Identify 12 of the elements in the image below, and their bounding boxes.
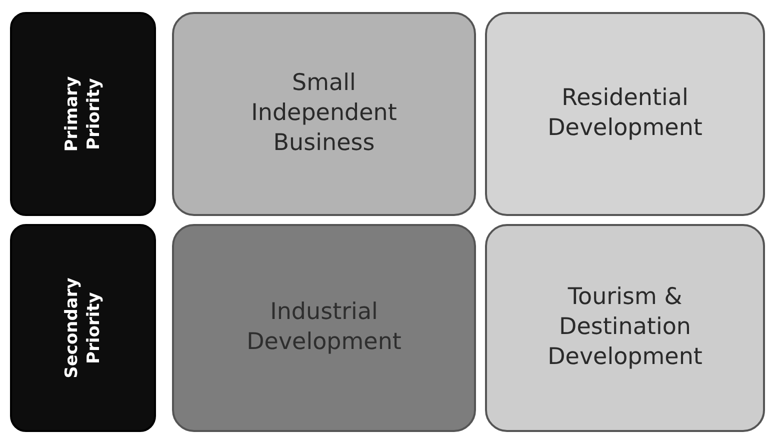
- priority-label-box: [10, 12, 156, 216]
- category-label: Industrial Development: [246, 298, 402, 357]
- category-label: Residential Development: [546, 84, 704, 143]
- category-label: Small Independent Business: [250, 69, 398, 158]
- category-label: Tourism & Destination Development: [546, 283, 704, 372]
- category-box: [485, 12, 765, 216]
- category-box: [485, 224, 765, 432]
- category-box: [172, 12, 476, 216]
- priority-label: Primary Priority: [60, 75, 105, 154]
- priority-label-box: [10, 224, 156, 432]
- priority-label: Secondary Priority: [60, 276, 105, 380]
- category-box: [172, 224, 476, 432]
